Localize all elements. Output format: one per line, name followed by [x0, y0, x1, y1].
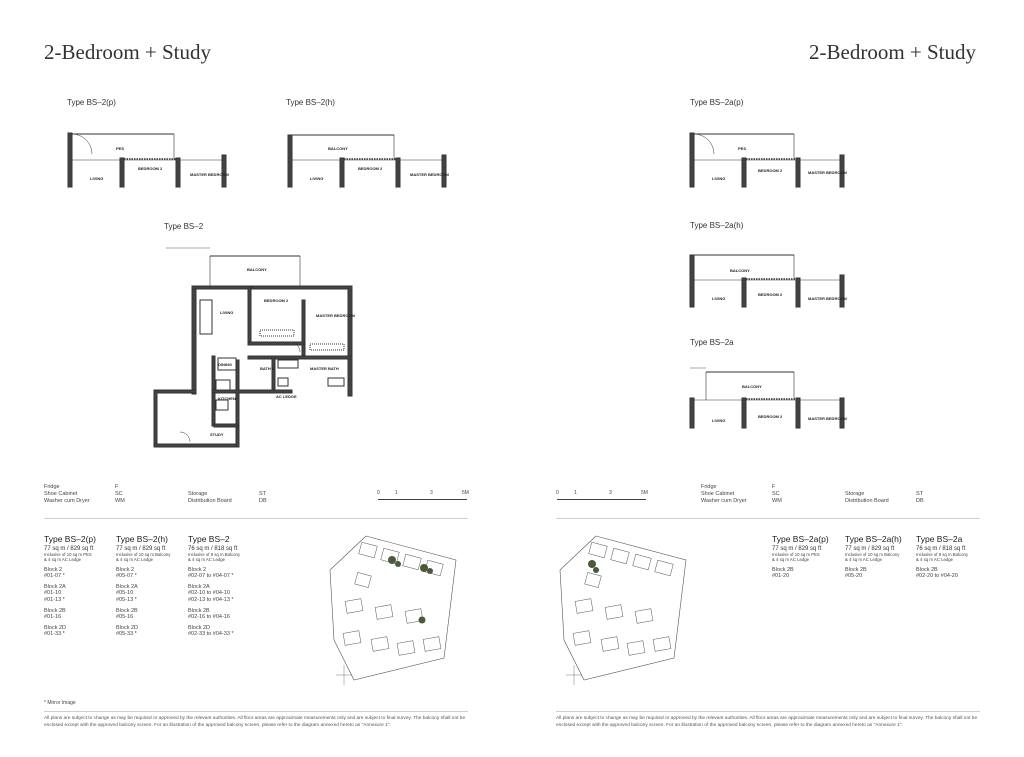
room-living: LIVING [90, 176, 103, 181]
svg-text:PES: PES [738, 146, 746, 151]
disclaimer-right: All plans are subject to change as may b… [556, 716, 978, 728]
divider-left-bottom [44, 711, 468, 712]
plan-label-bs2h: Type BS–2(h) [286, 98, 335, 107]
page-title-left: 2-Bedroom + Study [44, 40, 212, 64]
scale-bar-left: 0 1 3 5M [377, 490, 469, 504]
divider-right-bottom [556, 711, 980, 712]
plan-label-bs2p: Type BS–2(p) [67, 98, 116, 107]
svg-text:LIVING: LIVING [712, 176, 725, 181]
plan-label-bs2a: Type BS–2a [690, 338, 734, 347]
svg-text:MASTER BEDROOM: MASTER BEDROOM [808, 416, 848, 421]
room-balcony: BALCONY [328, 146, 348, 151]
floorplan-bs2p: PES LIVING BEDROOM 2 MASTER BEDROOM [67, 130, 230, 190]
room-balcony: BALCONY [247, 267, 267, 272]
divider-left [44, 518, 468, 519]
room-study: STUDY [210, 432, 224, 437]
key-plan-right [556, 530, 696, 700]
key-plan-left [326, 530, 466, 700]
svg-text:MASTER BEDROOM: MASTER BEDROOM [808, 170, 848, 175]
room-ac-ledge: AC LEDGE [276, 394, 297, 399]
room-master-bedroom: MASTER BEDROOM [190, 172, 230, 177]
scale-bar-right: 0 1 3 5M [556, 490, 648, 504]
floorplan-bs2: BALCONY LIVING BEDROOM 2 MASTER BEDROOM … [152, 240, 357, 450]
legend-codes2-left: ST DB [259, 491, 267, 504]
room-master-bath: MASTER BATH [310, 366, 339, 371]
svg-text:BEDROOM 2: BEDROOM 2 [758, 168, 783, 173]
unit-info-bs2ah: Type BS–2a(h) 77 sq m / 829 sq ft Inclus… [845, 534, 902, 580]
floorplan-bs2a: BALCONY LIVING BEDROOM 2 MASTER BEDROOM [689, 362, 850, 430]
room-master-bedroom: MASTER BEDROOM [410, 172, 450, 177]
floorplan-bs2ap: PES LIVING BEDROOM 2 MASTER BEDROOM [689, 130, 850, 190]
legend-names-right: Fridge Shoe Cabinet Washer cum Dryer [701, 484, 747, 504]
legend-names2-right: Storage Distribution Board [845, 491, 889, 504]
mirror-image-note: * Mirror Image [44, 700, 76, 706]
legend-codes2-right: ST DB [916, 491, 924, 504]
plan-label-bs2ah: Type BS–2a(h) [690, 221, 744, 230]
svg-text:BEDROOM 2: BEDROOM 2 [758, 414, 783, 419]
legend-codes-left: F SC WM [115, 484, 125, 504]
legend-codes-right: F SC WM [772, 484, 782, 504]
svg-text:LIVING: LIVING [712, 296, 725, 301]
room-bedroom2: BEDROOM 2 [358, 166, 383, 171]
unit-info-bs2p: Type BS–2(p) 77 sq m / 829 sq ft Inclusi… [44, 534, 96, 638]
plan-label-bs2: Type BS–2 [164, 222, 204, 231]
plan-label-bs2ap: Type BS–2a(p) [690, 98, 744, 107]
room-bath2: BATH 2 [260, 366, 275, 371]
svg-text:BALCONY: BALCONY [730, 268, 750, 273]
floorplan-bs2h: BALCONY LIVING BEDROOM 2 MASTER BEDROOM [287, 130, 450, 190]
unit-info-bs2a: Type BS–2a 76 sq m / 818 sq ft Inclusive… [916, 534, 969, 580]
svg-text:BEDROOM 2: BEDROOM 2 [758, 292, 783, 297]
room-master-bedroom: MASTER BEDROOM [316, 313, 356, 318]
page-title-right: 2-Bedroom + Study [809, 40, 977, 64]
room-pes: PES [116, 146, 124, 151]
disclaimer-left: All plans are subject to change as may b… [44, 716, 466, 728]
svg-text:BALCONY: BALCONY [742, 384, 762, 389]
room-living: LIVING [310, 176, 323, 181]
unit-info-bs2h: Type BS–2(h) 77 sq m / 829 sq ft Inclusi… [116, 534, 171, 638]
divider-right [556, 518, 980, 519]
room-kitchen: KITCHEN [218, 396, 236, 401]
legend-names2-left: Storage Distribution Board [188, 491, 232, 504]
room-living: LIVING [220, 310, 233, 315]
room-dining: DINING [218, 362, 232, 367]
room-bedroom2: BEDROOM 2 [138, 166, 163, 171]
floorplan-bs2ah: BALCONY LIVING BEDROOM 2 MASTER BEDROOM [689, 250, 850, 310]
unit-info-bs2: Type BS–2 76 sq m / 818 sq ft Inclusive … [188, 534, 241, 638]
legend-names-left: Fridge Shoe Cabinet Washer cum Dryer [44, 484, 90, 504]
room-bedroom2: BEDROOM 2 [264, 298, 289, 303]
svg-text:LIVING: LIVING [712, 418, 725, 423]
svg-text:MASTER BEDROOM: MASTER BEDROOM [808, 296, 848, 301]
unit-info-bs2ap: Type BS–2a(p) 77 sq m / 829 sq ft Inclus… [772, 534, 829, 580]
